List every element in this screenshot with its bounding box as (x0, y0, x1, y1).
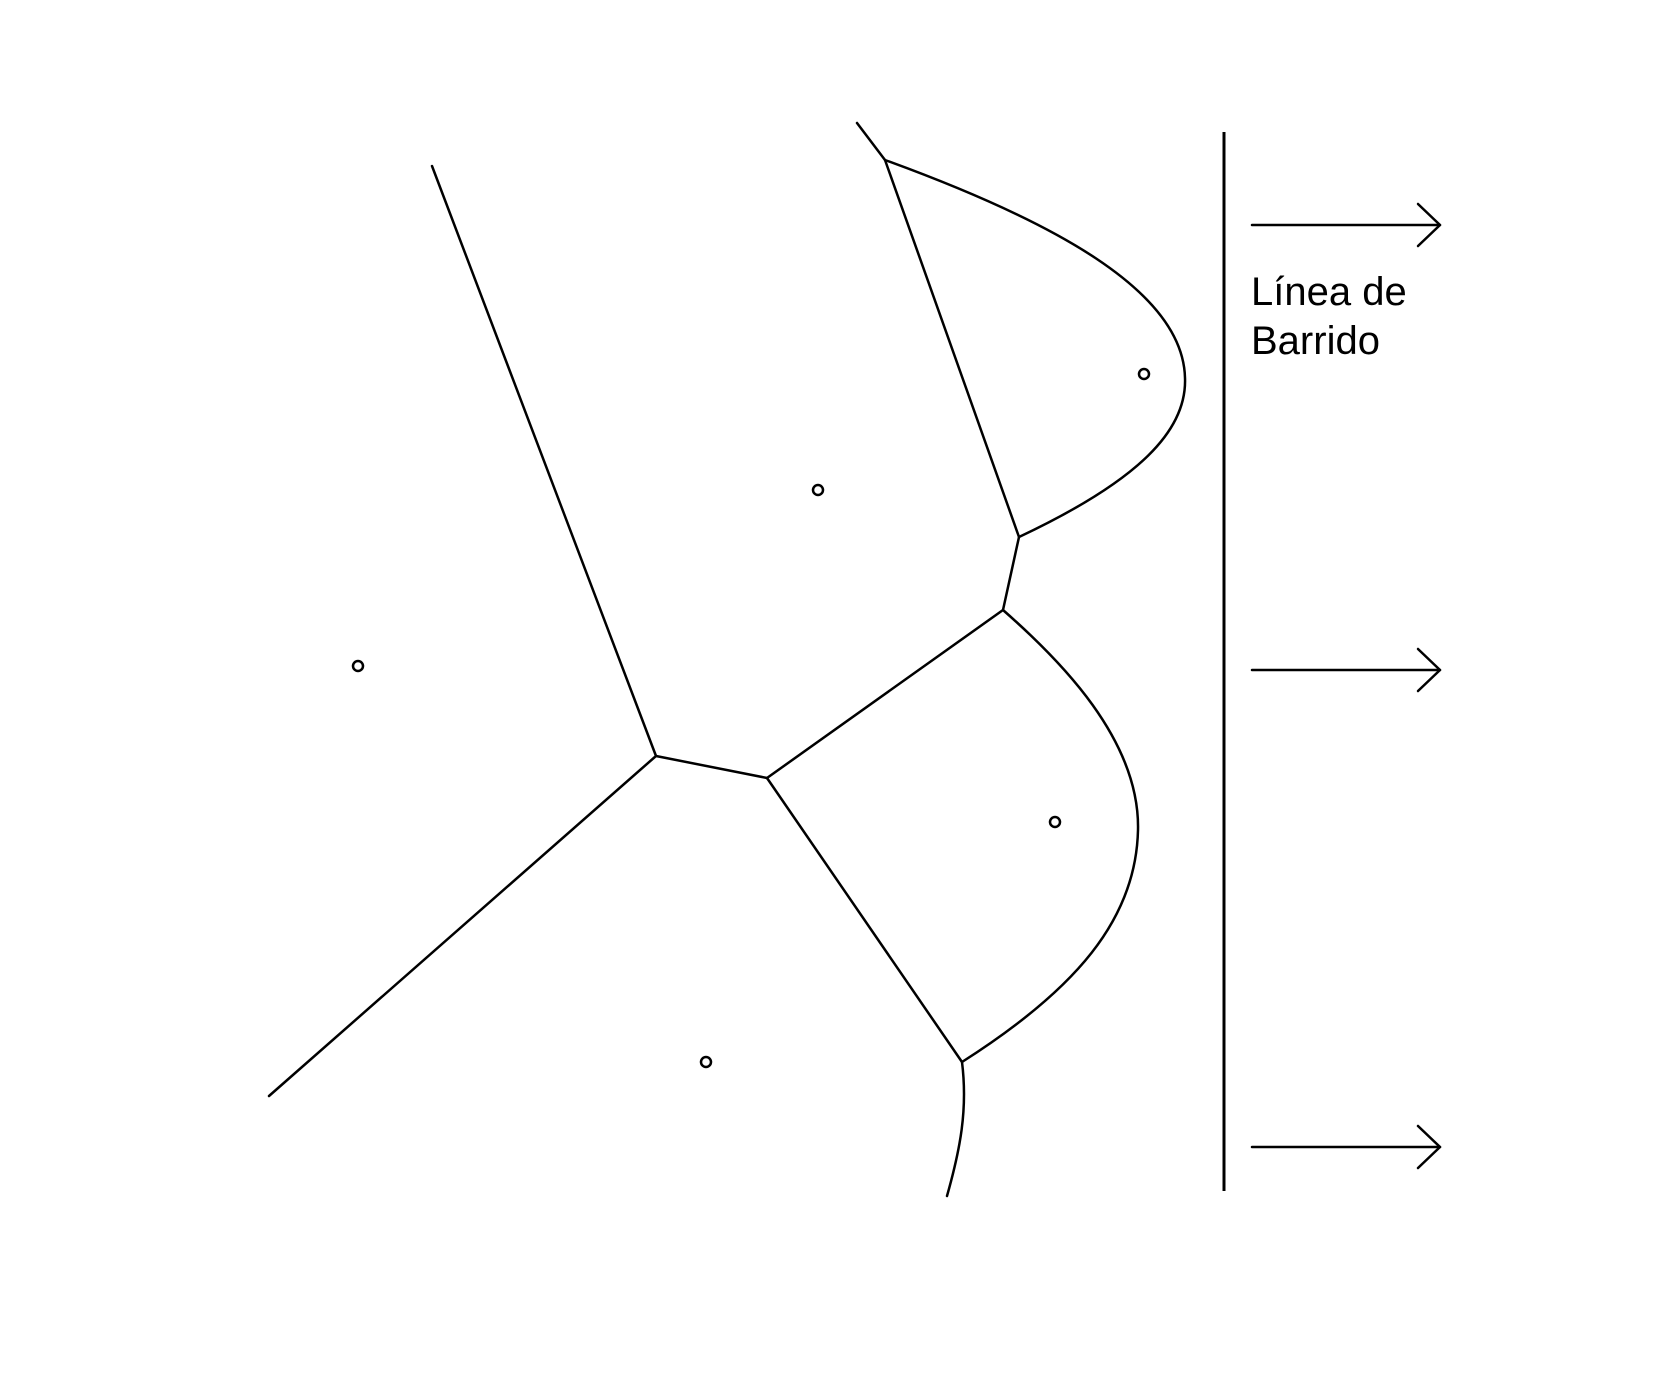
sweep-line-label-line1: Línea de (1251, 270, 1407, 314)
voronoi-edge-upper-left (430, 164, 658, 758)
arrow-right-icon (1250, 1124, 1442, 1170)
beach-line-arc-top (884, 158, 1187, 539)
voronoi-edge-top-stub (855, 121, 887, 162)
arrow-right-icon (1250, 647, 1442, 693)
site-point (699, 1055, 713, 1069)
beach-line-arc-middle (961, 609, 1140, 1064)
arrow-right-icon (1250, 202, 1442, 248)
sweep-direction-arrows (1250, 202, 1442, 1170)
voronoi-edge-center-short (654, 754, 769, 780)
voronoi-edge-center-lower (765, 776, 964, 1064)
site-point (351, 659, 365, 673)
site-point (811, 483, 825, 497)
voronoi-edge-center-upper (765, 608, 1005, 780)
voronoi-edges (267, 121, 1021, 1198)
site-point (1137, 367, 1151, 381)
voronoi-edge-right-short (1001, 535, 1021, 612)
voronoi-edge-lower-left (267, 754, 658, 1098)
site-point (1048, 815, 1062, 829)
voronoi-edge-top-diagonal (883, 158, 1021, 539)
sites (351, 367, 1151, 1069)
voronoi-edge-bottom-curve (945, 1060, 966, 1198)
beach-line (884, 158, 1187, 1064)
sweep-line-label-line2: Barrido (1251, 319, 1380, 363)
